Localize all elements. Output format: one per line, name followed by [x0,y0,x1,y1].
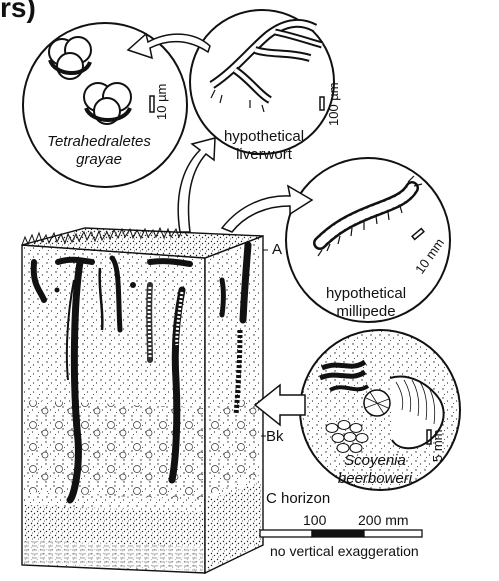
pebble-cluster [325,420,369,453]
scale-tick-200: 200 mm [358,512,409,528]
millipede-name-line2: millipede [336,303,396,320]
burrow-name: Scoyenia beerboweri [325,452,425,488]
millipede-name: hypothetical millipede [316,285,416,321]
millipede-inset [285,157,451,323]
pollen-inset [22,22,188,188]
horizon-c-label: C horizon [266,490,331,507]
horizon-bk-label: Bk [266,428,284,445]
horizon-a-label: A [272,241,283,258]
tetrad-pollen-bottom [83,82,132,125]
millipede-scale-bar [411,227,425,241]
tetrad-pollen-top [48,36,92,80]
pollen-scale-label: 10 µm [154,83,169,120]
pollen-scale-bar [149,95,155,113]
arrow-liverwort-to-pollen [126,32,211,60]
liverwort-name-line2: liverwort [236,146,292,163]
millipede-name-line1: hypothetical [325,285,407,302]
arrow-soil-to-burrow [253,383,306,427]
burrow-name-line1: Scoyenia [344,452,406,469]
millipede-body [313,175,423,257]
pollen-name-line2: grayae [76,151,122,168]
liverwort-name-line1: hypothetical [223,128,305,145]
burrow-inset [299,329,461,491]
arrow-soil-to-liverwort [177,137,216,233]
map-scale-bar [259,529,423,538]
liverwort-inset [189,9,335,155]
pollen-name: Tetrahedraletes grayae [40,133,158,169]
liverwort-scale-bar [319,96,325,111]
burrow-scale-bar [426,429,432,445]
liverwort-scale-label: 100 µm [326,82,341,126]
liverwort-name: hypothetical liverwort [216,128,312,164]
pollen-name-line1: Tetrahedraletes [47,133,151,150]
burrow-name-line2: beerboweri [337,470,413,487]
scale-tick-100: 100 [303,512,327,528]
scale-note: no vertical exaggeration [270,543,419,559]
soil-block [21,226,264,575]
arrow-soil-to-millipede [220,184,314,233]
burrow-scale-label: 5 mm [430,429,445,463]
header-fragment: rs) [0,0,36,23]
